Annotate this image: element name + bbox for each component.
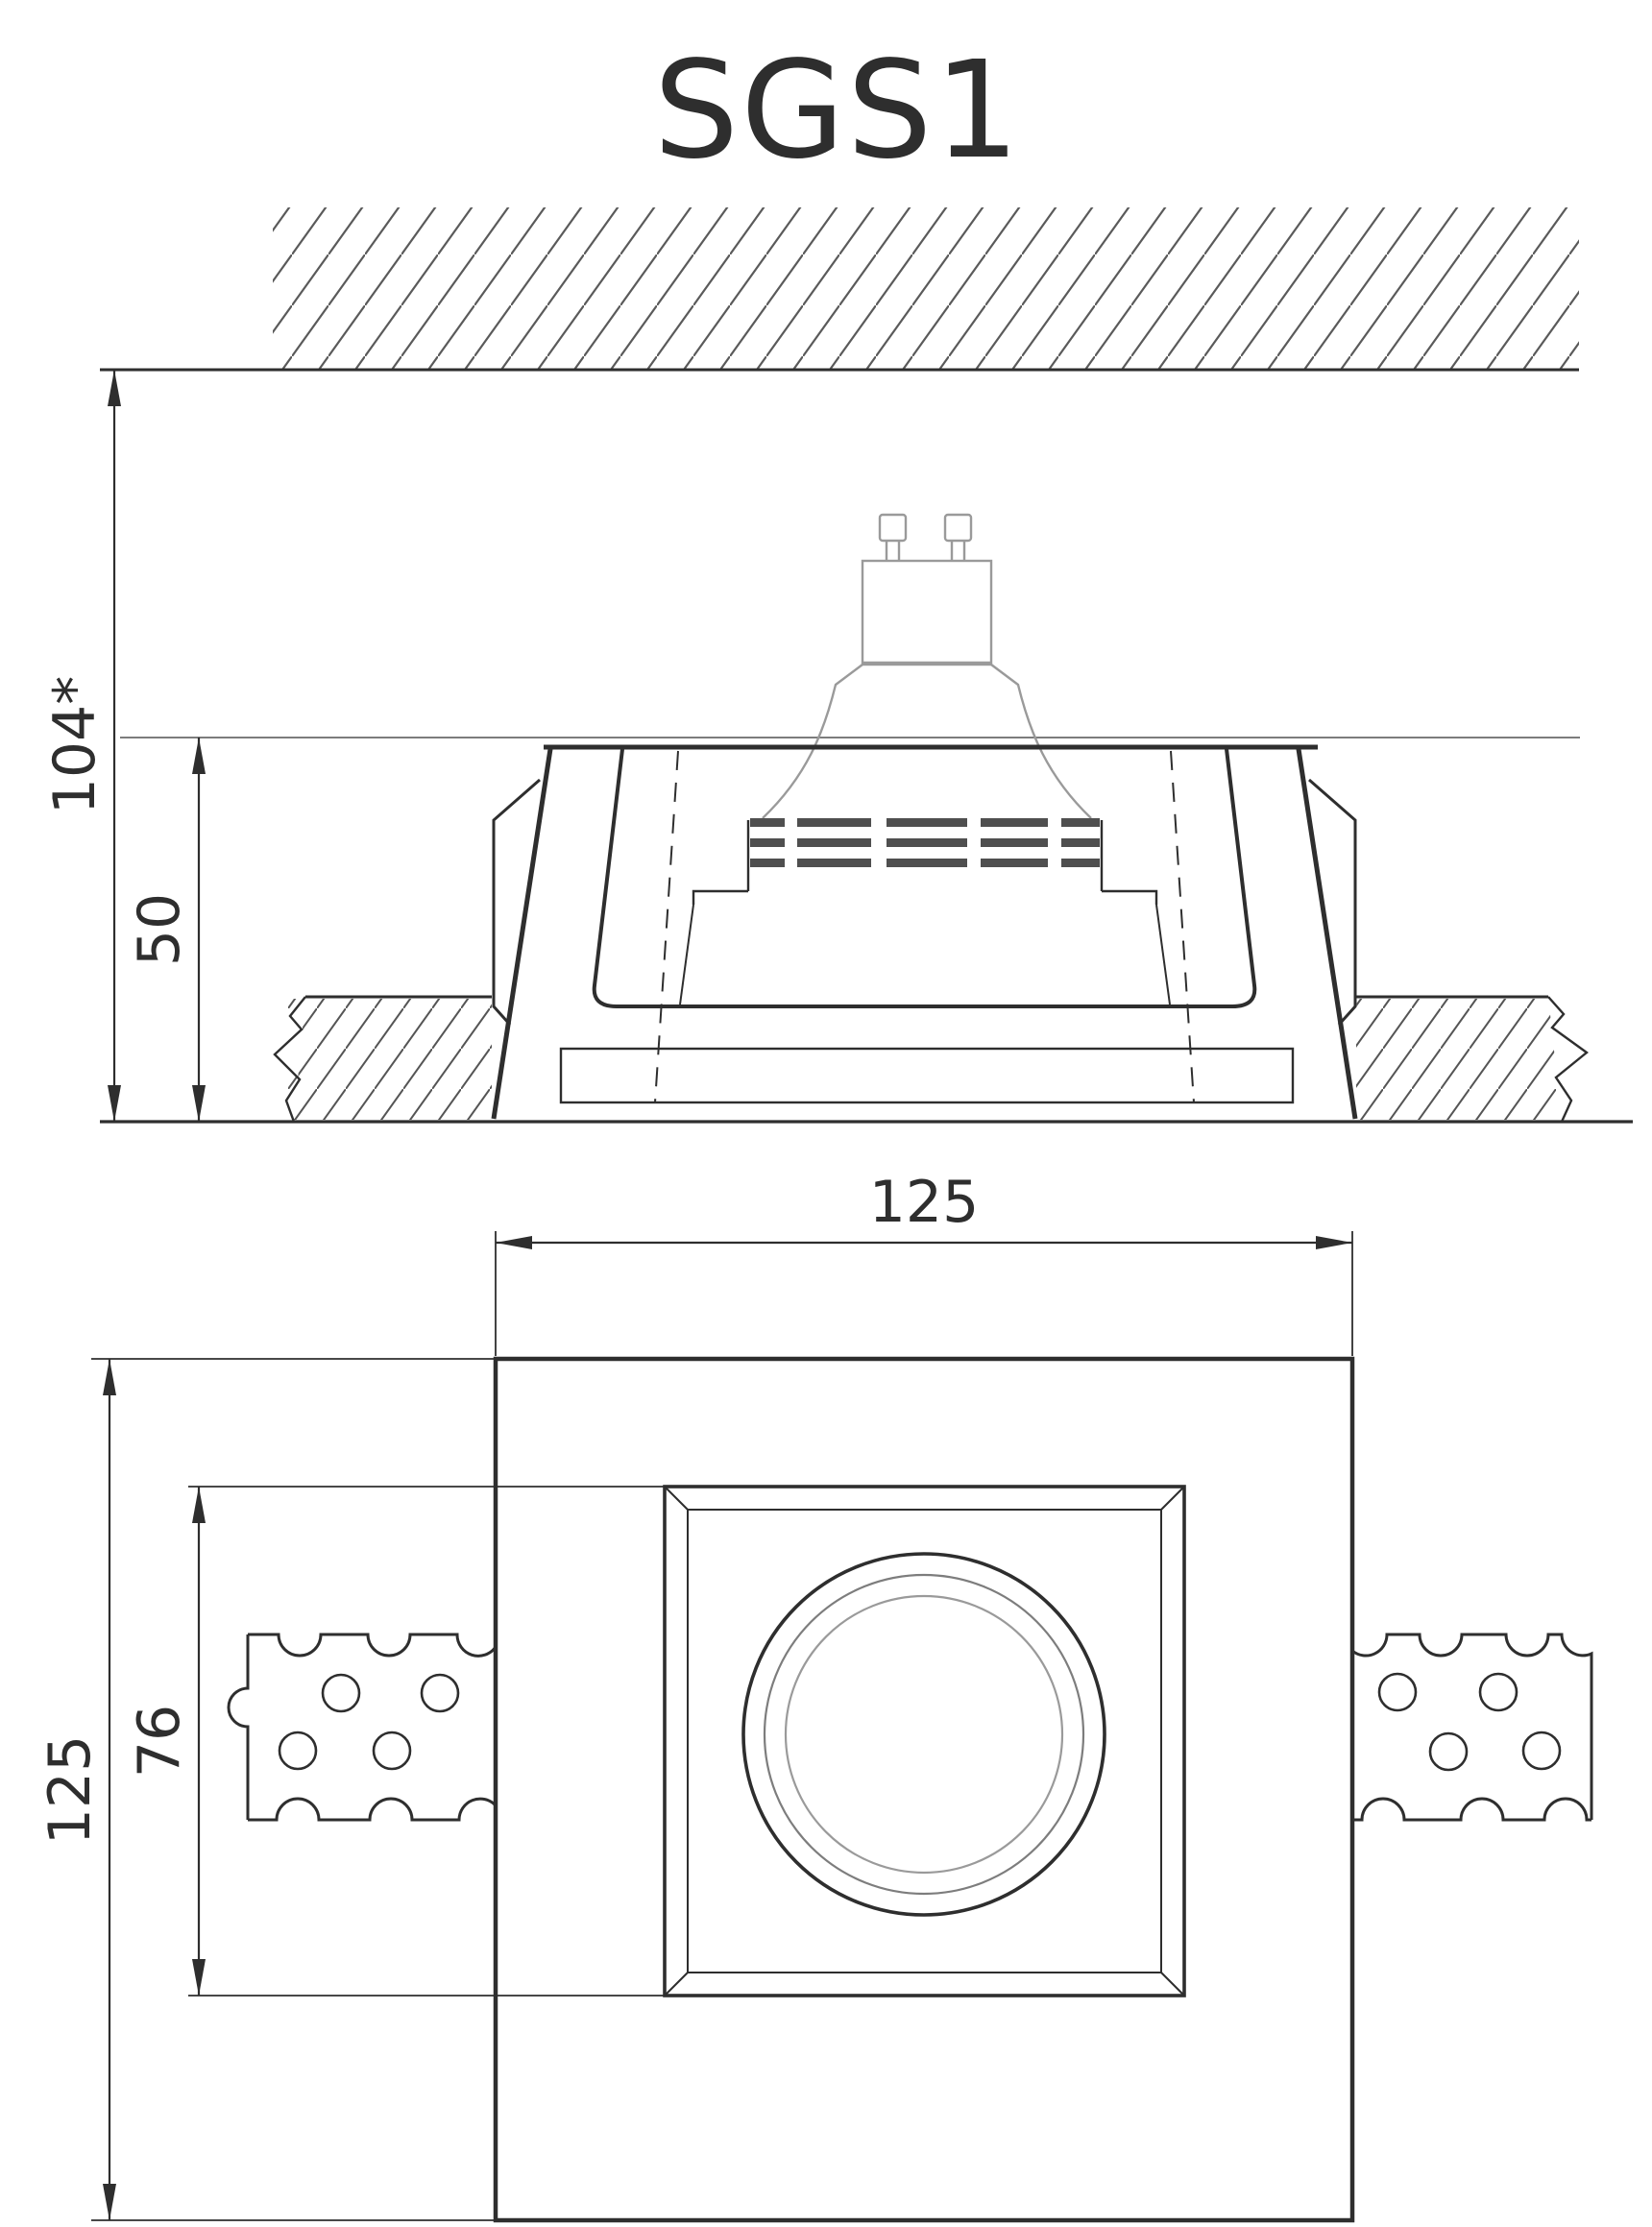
dim-recess-depth: 50 [126, 738, 206, 1122]
lamp-aperture [741, 1552, 1106, 1917]
width-label: 125 [869, 1169, 980, 1236]
drawing-title: SGS1 [653, 33, 1021, 189]
ceiling-slab-hatch [100, 207, 1579, 372]
cutout-label: 76 [126, 1705, 193, 1778]
louvre-slats [750, 818, 1100, 867]
section-view: 104* 50 [41, 207, 1633, 1124]
trim-square [663, 1485, 1186, 1997]
gu10-lamp [762, 513, 1092, 819]
recess-depth-label: 50 [126, 893, 193, 966]
mounting-wing-left [227, 1633, 498, 1822]
overall-height-label: 104* [41, 676, 109, 815]
plasterboard-left [273, 995, 492, 1123]
dim-width: 125 [495, 1169, 1353, 1356]
dim-cutout: 76 [126, 1487, 206, 1996]
mounting-wing-right [1351, 1633, 1593, 1822]
dim-overall-height: 104* [41, 370, 121, 1122]
plasterboard-right [1356, 995, 1589, 1123]
fixture-plan-outline [493, 1356, 1355, 2223]
plan-view: 125 [36, 1169, 1593, 2223]
height-label: 125 [36, 1735, 104, 1846]
dim-height: 125 [36, 1358, 496, 2221]
fixture-section-body [491, 744, 1358, 1120]
